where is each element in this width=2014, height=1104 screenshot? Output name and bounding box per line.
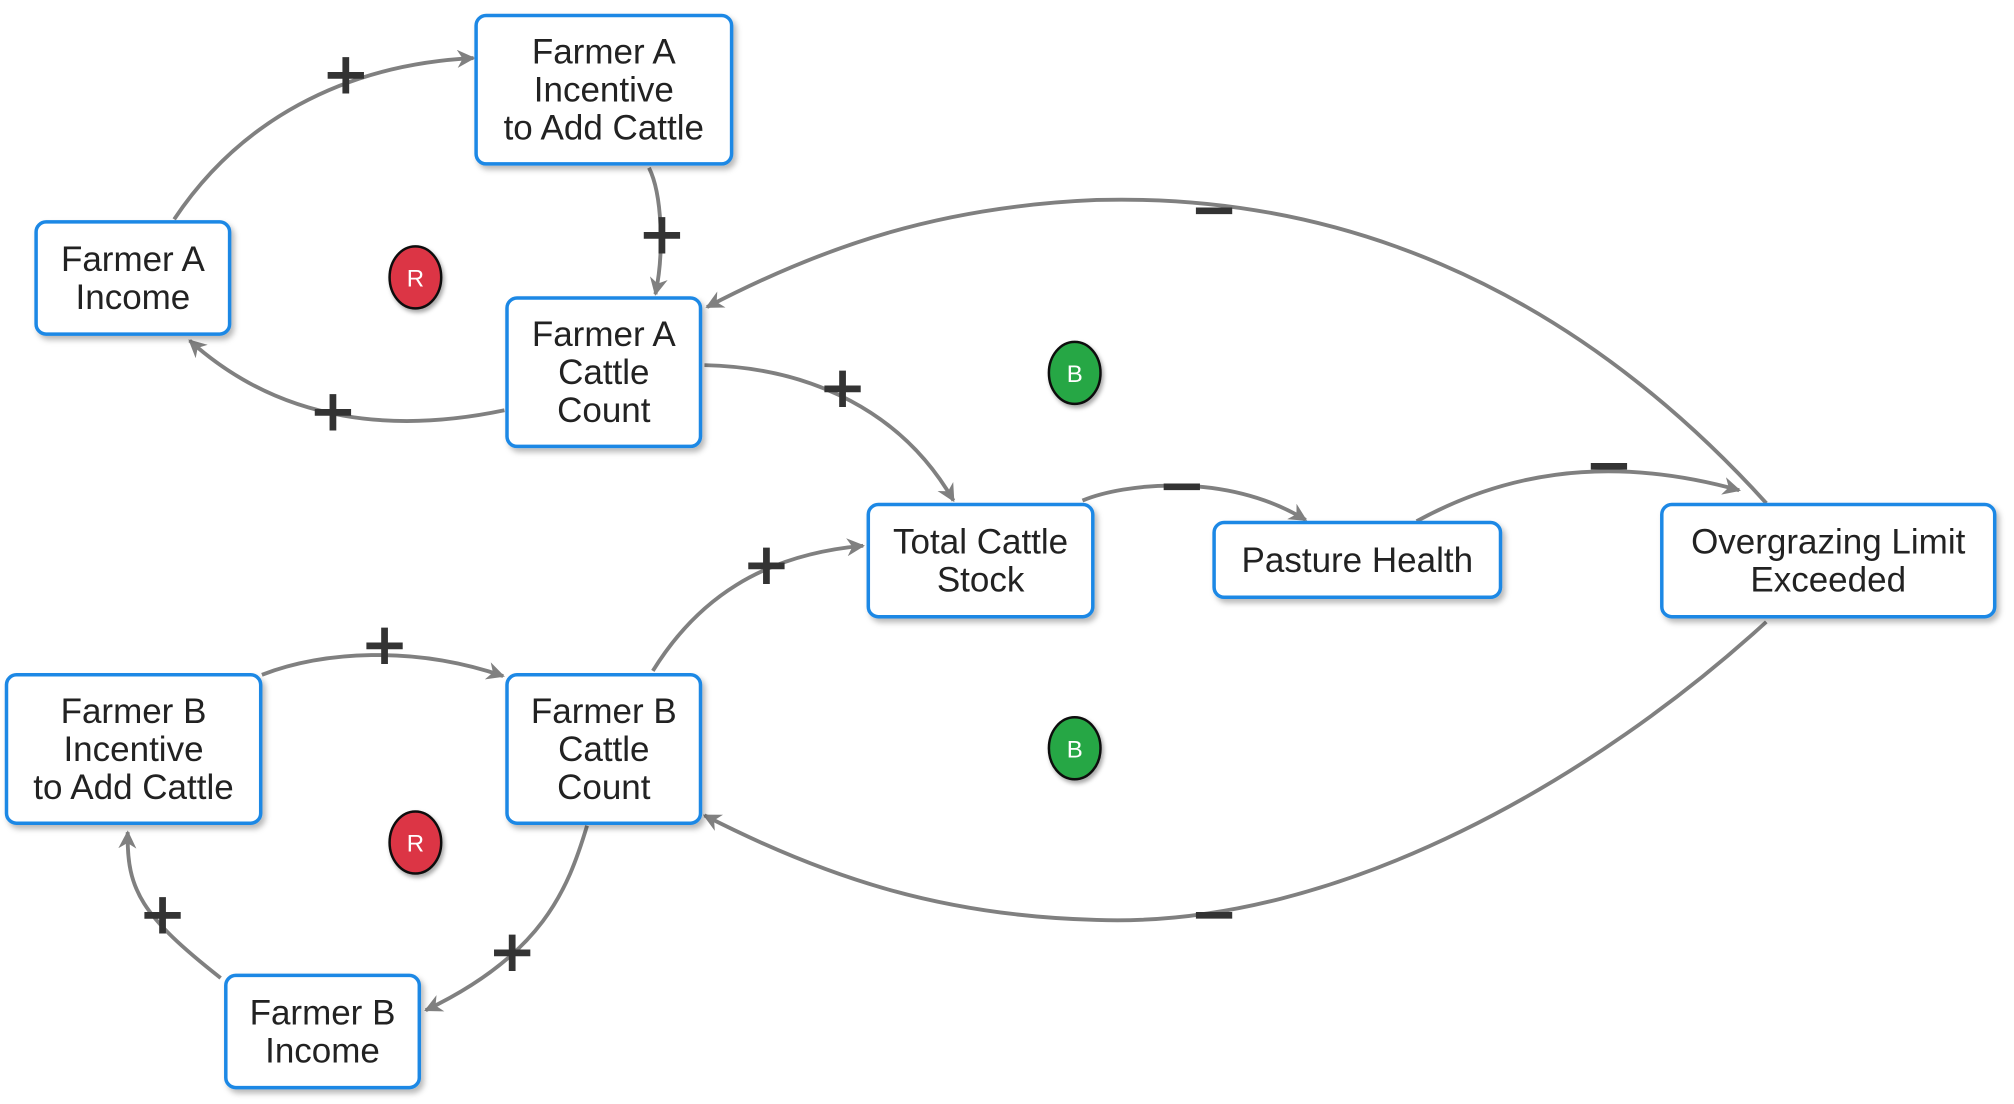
loop-marker-label: R <box>407 831 424 858</box>
node-label-line: to Add Cattle <box>33 768 233 807</box>
node-box <box>474 13 734 166</box>
edge-overgrazing-to-fb_cattle <box>702 620 1768 923</box>
node-box <box>505 296 703 449</box>
node-label-line: Income <box>76 278 191 317</box>
node-label-line: to Add Cattle <box>504 109 704 148</box>
loop-marker-label: B <box>1067 736 1083 763</box>
loop-marker-circle <box>388 245 443 310</box>
node-box <box>4 673 263 825</box>
node-box <box>866 502 1095 619</box>
polarity-plus-fb_cattle-to-total: + <box>742 530 791 598</box>
node-label-line: Pasture Health <box>1242 541 1474 580</box>
node-label-line: Income <box>265 1032 380 1071</box>
node-label-line: Farmer B <box>250 994 396 1033</box>
polarity-minus-overgrazing-to-fa_cattle: − <box>1190 175 1239 243</box>
node-label-line: Cattle <box>558 730 649 769</box>
node-label-line: Incentive <box>63 730 203 769</box>
polarity-plus-fa_cattle-to-fa_income: + <box>309 376 358 444</box>
node-label-line: Cattle <box>558 353 649 392</box>
edge-fa_cattle-to-fa_income <box>188 339 505 423</box>
polarity-minus-total-to-pasture: − <box>1157 451 1206 519</box>
node-box <box>34 220 232 336</box>
polarity-plus-fb_incentive-to-fb_cattle: + <box>360 610 409 678</box>
node-label-line: Total Cattle <box>893 523 1068 562</box>
polarity-minus-pasture-to-overgrazing: − <box>1585 431 1634 499</box>
node-label-line: Count <box>557 768 651 807</box>
loop-marker-label: R <box>407 265 424 292</box>
polarity-minus-overgrazing-to-fb_cattle: − <box>1190 880 1239 948</box>
reinforcing-loop-marker: R <box>388 810 443 875</box>
polarity-plus-fa_cattle-to-total: + <box>818 353 867 421</box>
node-label-line: Farmer A <box>532 33 677 72</box>
node-label-line: Farmer B <box>61 692 207 731</box>
edge-fb_incentive-to-fb_cattle <box>261 653 505 680</box>
node-box <box>224 973 422 1090</box>
edge-fb_income-to-fb_incentive <box>118 830 222 980</box>
edges-layer <box>118 49 1768 1012</box>
node-box <box>505 673 703 825</box>
edge-fb_cattle-to-total <box>651 538 865 672</box>
edge-pasture-to-overgrazing <box>1415 469 1741 523</box>
edge-fb_cattle-to-fb_income <box>424 825 589 1012</box>
polarity-plus-fb_cattle-to-fb_income: + <box>488 917 537 985</box>
edge-fa_incentive-to-fa_cattle <box>647 166 668 296</box>
loop-marker-label: B <box>1067 361 1083 388</box>
node-box <box>1660 502 1997 619</box>
node-box <box>1212 520 1503 600</box>
polarity-plus-fa_incentive-to-fa_cattle: + <box>638 200 687 268</box>
edge-overgrazing-to-fa_cattle <box>705 197 1768 505</box>
node-label-line: Farmer B <box>531 692 677 731</box>
node-label-line: Stock <box>937 561 1025 600</box>
node-label-line: Farmer A <box>532 315 677 354</box>
node-label-line: Overgrazing Limit <box>1691 523 1966 562</box>
node-label-line: Farmer A <box>61 240 206 279</box>
edge-fa_income-to-fa_incentive <box>172 49 476 221</box>
node-label-line: Incentive <box>534 71 674 110</box>
balancing-loop-marker: B <box>1047 716 1102 781</box>
loop-marker-circle <box>1047 716 1102 781</box>
polarity-layer: + + + + + − − − − + + + <box>138 40 1633 985</box>
loop-marker-circle <box>1047 340 1102 406</box>
edge-total-to-pasture <box>1081 483 1308 522</box>
loop-markers-layer: R B B R <box>388 245 1102 875</box>
node-label-line: Count <box>557 391 651 430</box>
polarity-plus-fb_income-to-fb_incentive: + <box>138 880 187 948</box>
edge-fa_cattle-to-total <box>704 363 956 503</box>
polarity-plus-fa_income-to-fa_incentive: + <box>321 40 370 108</box>
node-label-line: Exceeded <box>1750 561 1906 600</box>
balancing-loop-marker: B <box>1047 340 1102 406</box>
reinforcing-loop-marker: R <box>388 245 443 310</box>
node-pasture[interactable]: Pasture Health <box>1212 520 1503 600</box>
loop-marker-circle <box>388 810 443 875</box>
